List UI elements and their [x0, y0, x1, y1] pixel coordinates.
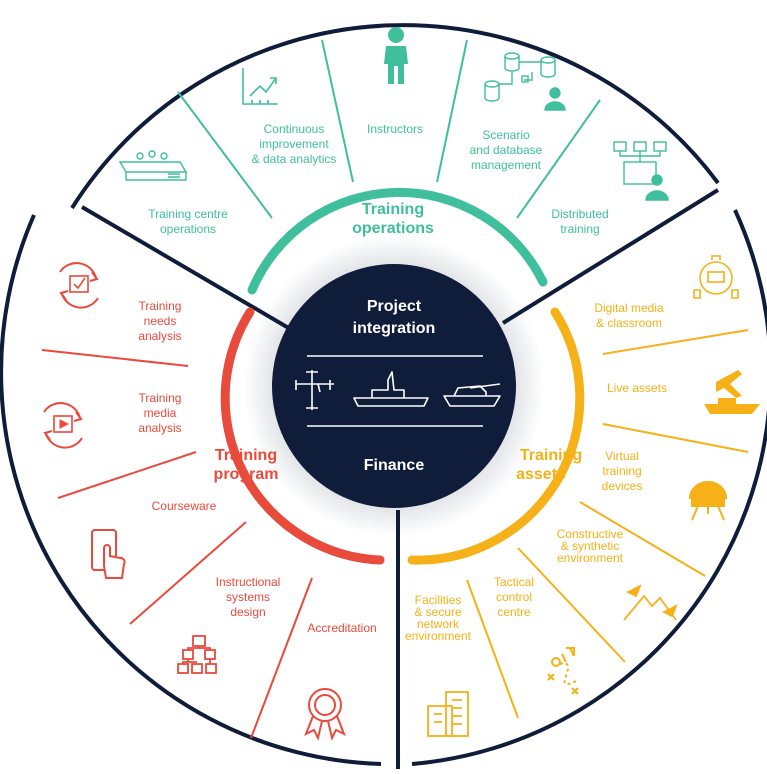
assets-item-label: Digital media — [594, 301, 664, 315]
assets-heading-line1: Training — [520, 447, 582, 464]
tablet-touch-icon — [91, 529, 126, 579]
hierarchy-icon — [177, 635, 217, 674]
tactics-play-icon — [547, 647, 579, 695]
outer-rim-top — [70, 23, 720, 210]
program-heading-line2: program — [214, 466, 279, 483]
network-operator-icon — [613, 141, 669, 201]
assets-item-label: control — [496, 590, 532, 604]
program-separator — [57, 451, 197, 499]
program-item-label: media — [144, 406, 177, 420]
outer-rim-left — [0, 214, 382, 766]
assets-item-label: Live assets — [607, 381, 667, 395]
operations-separator — [177, 91, 273, 219]
assets-separator — [602, 423, 749, 453]
assets-heading-line2: assets — [516, 466, 566, 483]
operations-item-label: Continuous — [264, 122, 325, 136]
assets-separator — [602, 329, 749, 355]
program-item-label: Instructional — [216, 575, 281, 589]
training-centre-icon — [118, 150, 188, 181]
media-cycle-icon — [43, 402, 83, 449]
program-item-label: Courseware — [152, 499, 217, 513]
assets-separator — [579, 501, 706, 577]
operations-item-label: improvement — [259, 137, 329, 151]
award-rosette-icon — [304, 688, 346, 741]
operations-item-label: management — [471, 158, 542, 172]
assets-item-label: Tactical — [494, 575, 534, 589]
core-title-line2: integration — [353, 320, 436, 337]
program-heading-line1: Training — [215, 447, 277, 464]
checklist-cycle-icon — [59, 262, 99, 309]
assets-item-label: training — [602, 464, 641, 478]
assets-item-label: environment — [557, 551, 624, 565]
program-separator — [41, 349, 189, 367]
program-item-label: Training — [139, 299, 182, 313]
operations-separator — [321, 39, 354, 183]
program-arc — [220, 307, 385, 565]
program-item-label: needs — [144, 314, 177, 328]
database-user-icon — [484, 52, 566, 111]
operations-item-label: training — [560, 222, 599, 236]
vr-helmet-icon — [688, 481, 728, 521]
assets-item-label: environment — [405, 629, 472, 643]
program-item-label: design — [230, 605, 265, 619]
assets-item-label: Virtual — [605, 449, 639, 463]
program-item-label: Accreditation — [307, 621, 376, 635]
assets-item-label: Facilities — [415, 593, 462, 607]
operations-sector — [177, 39, 601, 219]
operations-labels: Training centreoperationsContinuousimpro… — [148, 122, 608, 236]
operations-item-label: Distributed — [551, 207, 608, 221]
operations-item-label: Scenario — [482, 128, 530, 142]
program-item-label: analysis — [138, 421, 181, 435]
operations-arc — [247, 187, 548, 295]
assets-item-label: & classroom — [596, 316, 662, 330]
program-item-label: Training — [139, 391, 182, 405]
assets-item-label: network — [417, 617, 460, 631]
assets-separator — [466, 579, 519, 719]
program-separator — [250, 577, 313, 739]
divider-spoke-right — [501, 188, 720, 325]
program-labels: TrainingneedsanalysisTrainingmediaanalys… — [138, 299, 376, 635]
assets-arc — [407, 307, 585, 565]
assets-item-label: devices — [602, 479, 643, 493]
aircraft-icon — [295, 370, 334, 410]
building-icon — [427, 691, 469, 737]
mountain-aircraft-icon — [623, 584, 678, 621]
program-item-label: systems — [226, 590, 270, 604]
operations-heading-line1: Training — [362, 201, 424, 218]
divider-spoke-left — [80, 205, 294, 332]
ship-icon — [353, 371, 429, 407]
assets-sector — [466, 329, 749, 719]
operations-item-label: & data analytics — [252, 152, 337, 166]
program-separator — [129, 521, 247, 625]
core-bottom-label: Finance — [364, 457, 425, 474]
analytics-chart-icon — [242, 68, 278, 105]
operations-item-label: and database — [470, 143, 543, 157]
instructor-person-icon — [384, 27, 408, 84]
assets-item-label: & synthetic — [561, 539, 620, 553]
assets-separator — [517, 547, 626, 663]
classroom-devices-icon — [693, 255, 739, 299]
program-item-label: analysis — [138, 329, 181, 343]
core-title-line1: Project — [367, 298, 422, 315]
assets-item-label: & secure — [414, 605, 462, 619]
operations-item-label: operations — [160, 222, 216, 236]
assets-item-label: Constructive — [557, 527, 624, 541]
assets-item-label: centre — [497, 605, 531, 619]
operations-heading-line2: operations — [352, 220, 434, 237]
operations-separator — [516, 99, 601, 219]
jet-ship-icon — [704, 370, 760, 414]
program-sector — [41, 349, 313, 739]
operations-separator — [436, 39, 468, 183]
tank-icon — [443, 383, 501, 407]
operations-item-label: Training centre — [148, 207, 228, 221]
operations-item-label: Instructors — [367, 122, 423, 136]
